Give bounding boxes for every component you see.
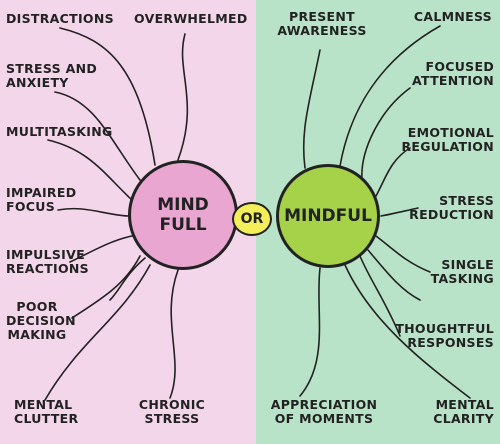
label-focused-attention: FOCUSED ATTENTION <box>411 59 494 88</box>
label-present-awareness: PRESENT AWARENESS <box>277 9 367 38</box>
connector-thoughtful-responses <box>359 255 401 337</box>
or-badge: OR <box>232 202 272 236</box>
label-impaired-focus: IMPAIRED FOCUS <box>6 185 77 214</box>
label-single-tasking: SINGLE TASKING <box>430 257 494 286</box>
label-mental-clarity: MENTAL CLARITY <box>433 397 494 426</box>
label-thoughtful-responses: THOUGHTFUL RESPONSES <box>395 321 494 350</box>
label-poor-decision-making: POOR DECISION MAKING <box>6 299 76 342</box>
label-calmness: CALMNESS <box>413 9 492 24</box>
connector-impulsive-reactions <box>69 235 133 263</box>
connector-calmness <box>339 25 441 167</box>
label-chronic-stress: CHRONIC STRESS <box>138 397 206 426</box>
label-stress-reduction: STRESS REDUCTION <box>409 193 494 222</box>
label-impulsive-reactions: IMPULSIVE REACTIONS <box>6 247 89 276</box>
connector-overwhelmed <box>177 33 189 161</box>
label-overwhelmed: OVERWHELMED <box>134 11 248 26</box>
connector-focused-attention <box>361 87 411 181</box>
connector-single-tasking <box>375 235 431 273</box>
label-multitasking: MULTITASKING <box>6 124 113 139</box>
connector-emotional-regulation <box>375 147 411 197</box>
connector-root-a <box>109 257 146 301</box>
connector-poor-decision <box>71 255 141 319</box>
connector-mental-clutter <box>44 264 151 401</box>
label-appreciation-of-moments: APPRECIATION OF MOMENTS <box>270 397 378 426</box>
connector-chronic-stress <box>169 269 179 399</box>
connector-distractions <box>59 27 156 166</box>
connector-root-b <box>367 249 421 301</box>
label-mental-clutter: MENTAL CLUTTER <box>14 397 79 426</box>
label-stress-and-anxiety: STRESS AND ANXIETY <box>6 61 98 90</box>
connector-stress-and-anxiety <box>54 91 141 181</box>
connector-stress-reduction <box>380 207 419 217</box>
connector-present-awareness <box>302 49 321 169</box>
mind-full-node: MIND FULL <box>128 160 238 270</box>
connector-impaired-focus <box>57 207 129 217</box>
connector-appreciation <box>299 267 321 397</box>
connector-mental-clarity <box>344 264 471 399</box>
label-emotional-regulation: EMOTIONAL REGULATION <box>401 125 494 154</box>
mindful-node: MINDFUL <box>276 164 380 268</box>
label-distractions: DISTRACTIONS <box>6 11 114 26</box>
connector-multitasking <box>47 139 133 201</box>
